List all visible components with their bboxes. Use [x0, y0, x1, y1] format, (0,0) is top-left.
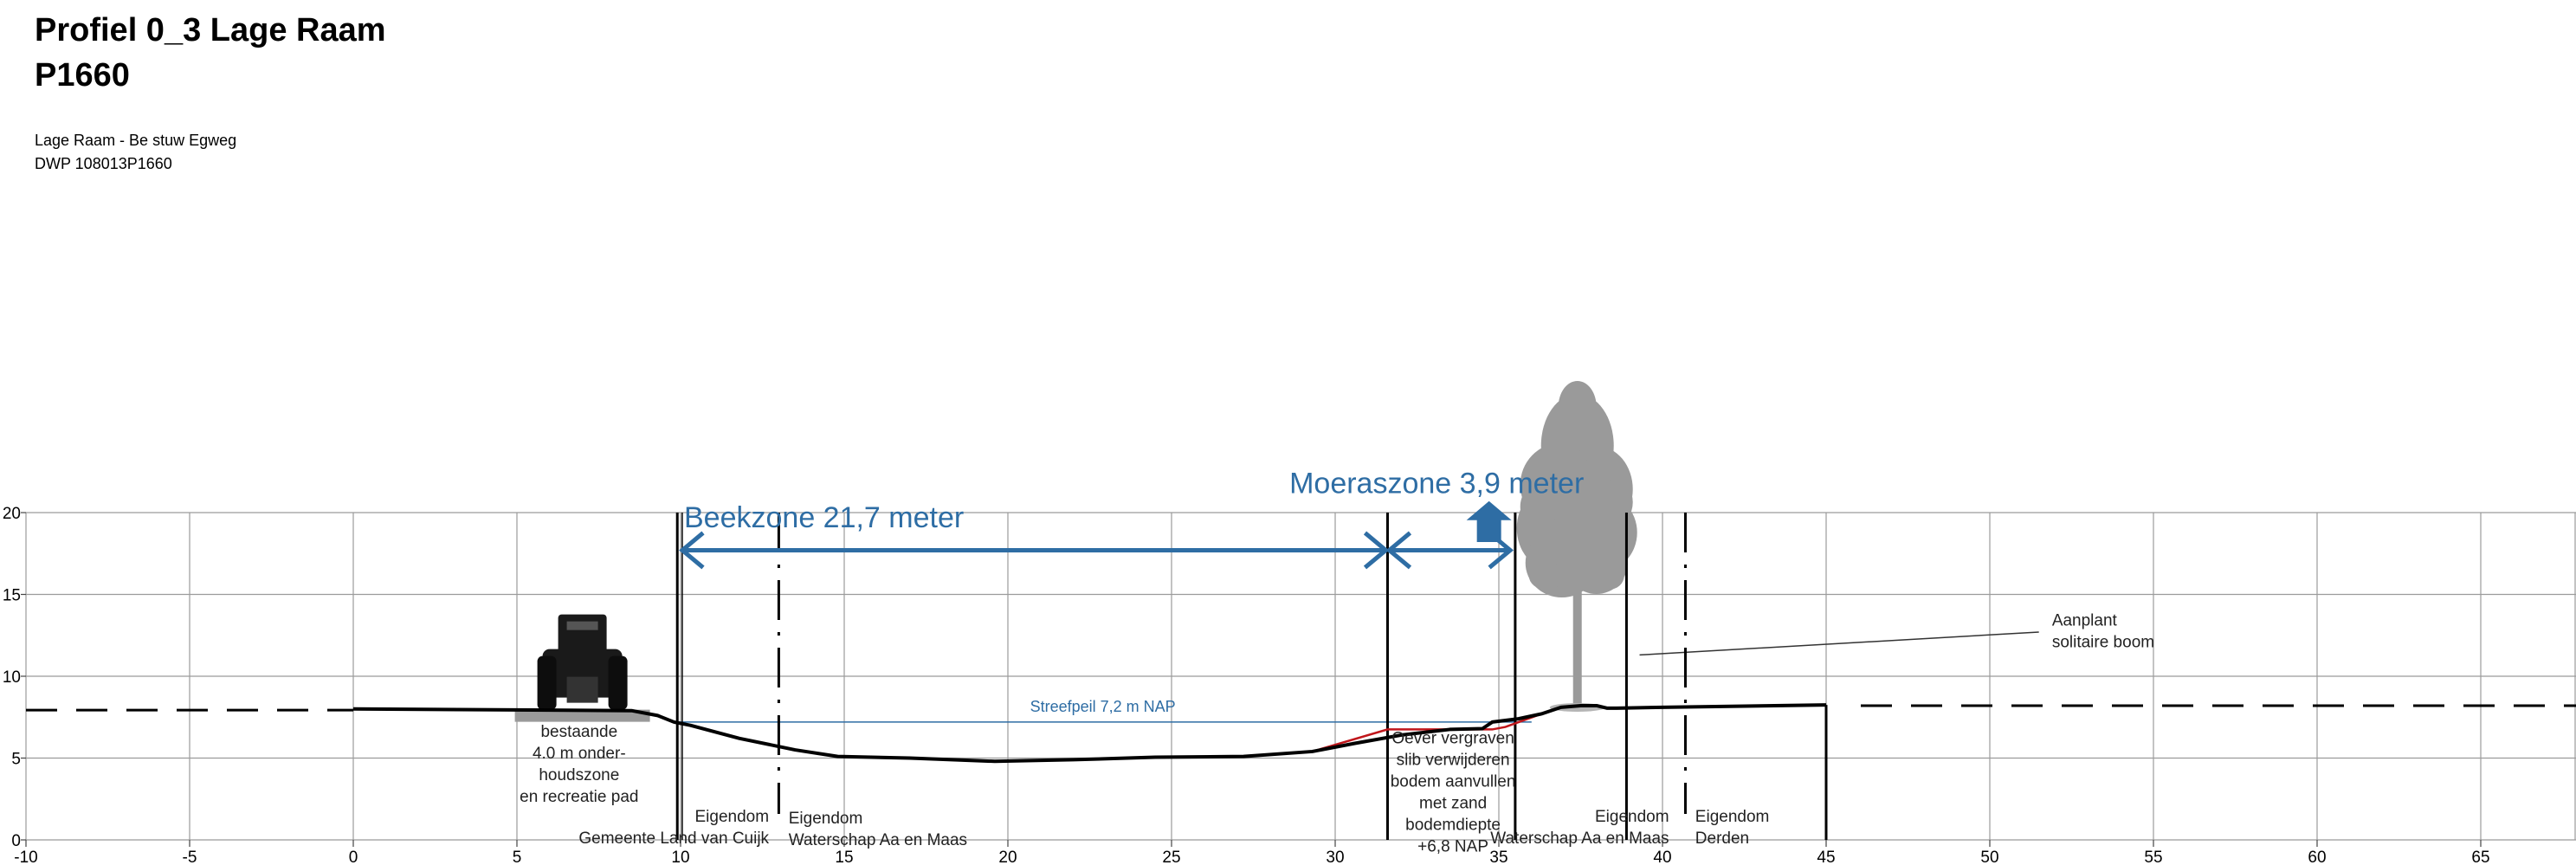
page-title: Profiel 0_3 Lage Raam [35, 12, 386, 48]
waterlevel-group: Streefpeil 7,2 m NAP [674, 698, 1532, 723]
tractor-body [542, 649, 623, 698]
grid [25, 512, 2576, 841]
waterlevel-label: Streefpeil 7,2 m NAP [1030, 698, 1176, 715]
tree-crown [1558, 381, 1597, 434]
annotation-line: bodem aanvullen [1391, 772, 1516, 791]
annotation-line: Eigendom [1695, 808, 1770, 826]
ground-layer [352, 703, 1827, 764]
boundary-lines [675, 513, 1828, 840]
x-tick-label: 50 [1980, 849, 1998, 865]
tree-crown [1592, 562, 1624, 591]
annotation-line: Waterschap Aa en Maas [1490, 829, 1669, 848]
x-tick-label: 35 [1489, 849, 1508, 865]
x-tick-label: 25 [1162, 849, 1180, 865]
tree-crown [1528, 562, 1564, 591]
annotation-line: Eigendom [1595, 808, 1669, 826]
subtitle-location: Lage Raam - Be stuw Egweg [35, 132, 237, 149]
moeraszone-label: Moeraszone 3,9 meter [1289, 467, 1584, 500]
annotation-line: Oever vergraven [1391, 729, 1514, 747]
x-tick-label: 20 [998, 849, 1017, 865]
annotation-line: bodemdiepte [1405, 816, 1501, 834]
annotation-line: houdszone [539, 766, 619, 784]
tree-icon [1516, 381, 2039, 713]
y-tick-label: 15 [3, 587, 21, 605]
tractor-window [566, 621, 598, 630]
tree-trunk [1572, 584, 1582, 707]
annotation-line: Gemeente Land van Cuijk [578, 829, 769, 848]
x-tick-label: 65 [2471, 849, 2489, 865]
y-tick-label: 0 [11, 832, 21, 850]
y-tick-label: 5 [11, 751, 21, 769]
annotation-line: en recreatie pad [520, 788, 638, 806]
x-tick-label: 55 [2144, 849, 2162, 865]
annotation-line: 4.0 m onder- [533, 745, 626, 763]
tractor-cab [558, 614, 607, 653]
zone-arrow-head-left [679, 531, 705, 570]
x-tick-label: 15 [835, 849, 853, 865]
zone-arrow-head-right [1363, 531, 1390, 570]
zone-arrows: Beekzone 21,7 meter Moeraszone 3,9 meter [679, 467, 1584, 570]
annotation-line: Aanplant [2052, 611, 2118, 629]
annotation-line: Derden [1695, 829, 1749, 848]
up-arrow [1466, 500, 1512, 543]
annotation-line: +6,8 NAP [1417, 837, 1488, 855]
x-tick-label: -10 [14, 849, 37, 865]
axis-ticks: -10 -5 0 5 10 15 20 25 30 35 40 45 50 55 60 65 0 5 10 15 20 [3, 505, 2490, 865]
annotation-line: bestaande [540, 723, 617, 741]
x-tick-label: 60 [2308, 849, 2326, 865]
page-title-code: P1660 [35, 57, 130, 94]
tractor-wheel-left [537, 655, 557, 710]
x-tick-label: 5 [513, 849, 522, 865]
x-tick-label: 10 [671, 849, 689, 865]
annotation-line: met zand [1419, 794, 1487, 812]
annotation-line: Eigendom [694, 808, 769, 826]
annotation-line: slib verwijderen [1397, 751, 1510, 769]
annotations: bestaande 4.0 m onder-houdszone en recreat… [520, 611, 2154, 855]
annotation: Aanplant solitaire boom [2052, 611, 2154, 651]
tree-crown [1598, 480, 1633, 526]
tree-leader-line [1639, 631, 2039, 656]
subtitle-reference: DWP 108013P1660 [35, 155, 172, 172]
excavation-profile-line [1312, 713, 1542, 753]
zone-arrow-head-left [1385, 531, 1412, 570]
recreation-path [514, 709, 650, 722]
tree-crown [1542, 504, 1612, 588]
y-tick-label: 20 [3, 505, 21, 523]
x-tick-label: 40 [1653, 849, 1671, 865]
ground-extension-dashes [26, 704, 2576, 712]
x-tick-label: 45 [1817, 849, 1835, 865]
tractor-wheel-right [608, 655, 628, 710]
annotation: bestaande 4.0 m onder-houdszone en recreat… [520, 723, 638, 806]
tractor-icon [514, 614, 650, 722]
annotation: Oever vergraven slib verwijderen bodem aan… [1391, 729, 1516, 855]
tractor-grille [566, 676, 598, 703]
y-tick-label: 10 [3, 668, 21, 687]
annotation-line: Waterschap Aa en Maas [789, 831, 967, 849]
x-tick-label: 0 [349, 849, 358, 865]
tree-crown [1520, 484, 1559, 530]
ground-profile-line [352, 703, 1827, 764]
annotation-line: solitaire boom [2052, 633, 2154, 651]
x-tick-label: -5 [183, 849, 197, 865]
x-tick-label: 30 [1326, 849, 1344, 865]
beekzone-label: Beekzone 21,7 meter [684, 501, 964, 534]
annotation-line: Eigendom [789, 810, 863, 828]
